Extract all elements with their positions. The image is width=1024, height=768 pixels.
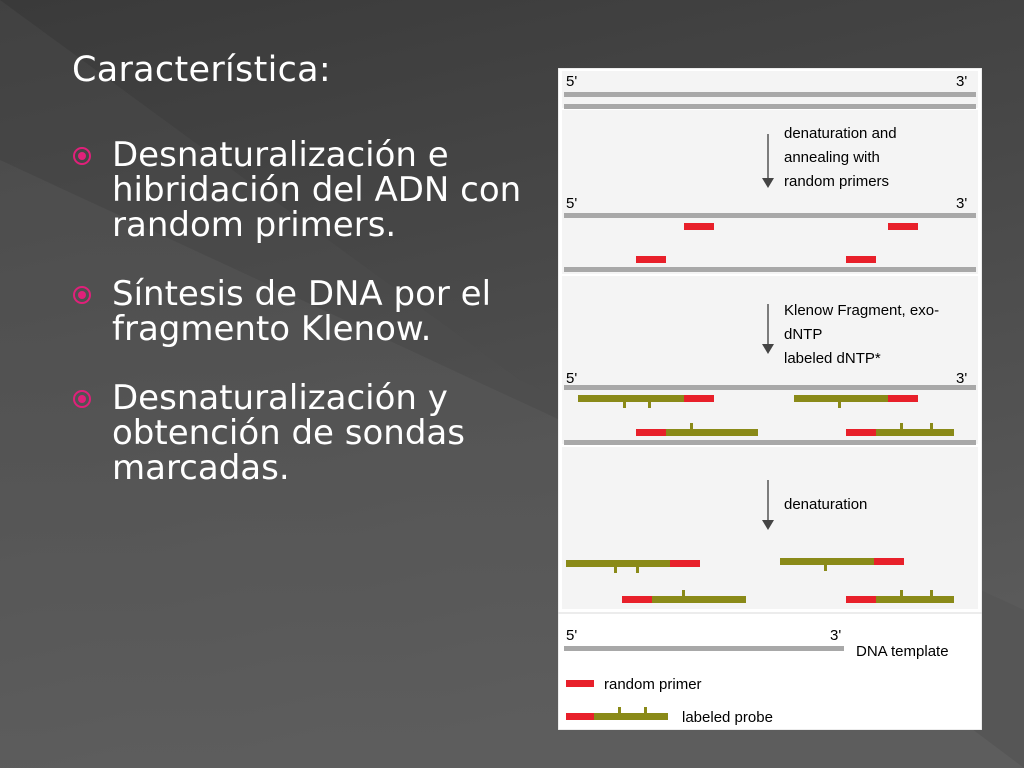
label-5-prime: 5' [566,370,577,387]
legend-primer-swatch [566,680,594,687]
radio-bullet-icon [73,147,91,165]
legend-primer-label: random primer [604,676,702,693]
random-priming-diagram: 5' 3' 3' 5' denaturation and annealing w… [558,68,982,730]
legend-template-label: DNA template [856,643,949,660]
bullet-list: Desnaturalización e hibridación del ADN … [72,138,522,520]
labeled-probe [780,558,904,571]
template-strand [564,440,976,445]
template-strand [564,213,976,218]
template-strand [564,104,976,109]
stage-4-panel: denaturation [562,447,978,609]
step-text: annealing with [784,149,880,166]
label-5-prime: 5' [566,627,577,644]
labeled-probe [846,423,954,436]
random-primer [888,223,918,230]
arrow-head-icon [762,520,774,530]
labeled-probe [636,423,758,436]
step-text: dNTP [784,326,822,343]
arrow-head-icon [762,344,774,354]
labeled-probe [622,590,746,603]
random-primer [846,256,876,263]
step-text: Klenow Fragment, exo- [784,302,939,319]
bullet-item: Desnaturalización e hibridación del ADN … [72,138,522,243]
step-text: denaturation and [784,125,897,142]
stage-2-panel: denaturation and annealing with random p… [562,110,978,292]
radio-bullet-icon [73,390,91,408]
step-text: random primers [784,173,889,190]
random-primer [636,256,666,263]
legend-probe-label: labeled probe [682,709,773,726]
label-3-prime: 3' [956,195,967,212]
labeled-probe [846,590,954,603]
legend: 5' 3' DNA template random primer labeled… [558,612,982,726]
labeled-probe [578,395,714,408]
slide-title: Característica: [72,50,332,90]
label-5-prime: 5' [566,195,577,212]
bullet-text: Desnaturalización e hibridación del ADN … [112,135,522,245]
template-strand [564,267,976,272]
bullet-text: Síntesis de DNA por el fragmento Klenow. [112,274,492,349]
label-3-prime: 3' [956,370,967,387]
template-strand [564,92,976,97]
bullet-text: Desnaturalización y obtención de sondas … [112,378,465,488]
radio-bullet-icon [73,286,91,304]
legend-template-swatch [564,646,844,651]
step-text: denaturation [784,496,867,513]
random-primer [684,223,714,230]
label-3-prime: 3' [956,73,967,90]
step-text: labeled dNTP* [784,350,881,367]
labeled-probe [794,395,918,408]
label-3-prime: 3' [830,627,841,644]
arrow-head-icon [762,178,774,188]
bullet-item: Síntesis de DNA por el fragmento Klenow. [72,277,522,347]
stage-3-panel: Klenow Fragment, exo- dNTP labeled dNTP*… [562,276,978,464]
bullet-item: Desnaturalización y obtención de sondas … [72,381,522,486]
legend-probe-swatch [566,707,668,720]
labeled-probe [566,560,700,573]
template-strand [564,385,976,390]
label-5-prime: 5' [566,73,577,90]
